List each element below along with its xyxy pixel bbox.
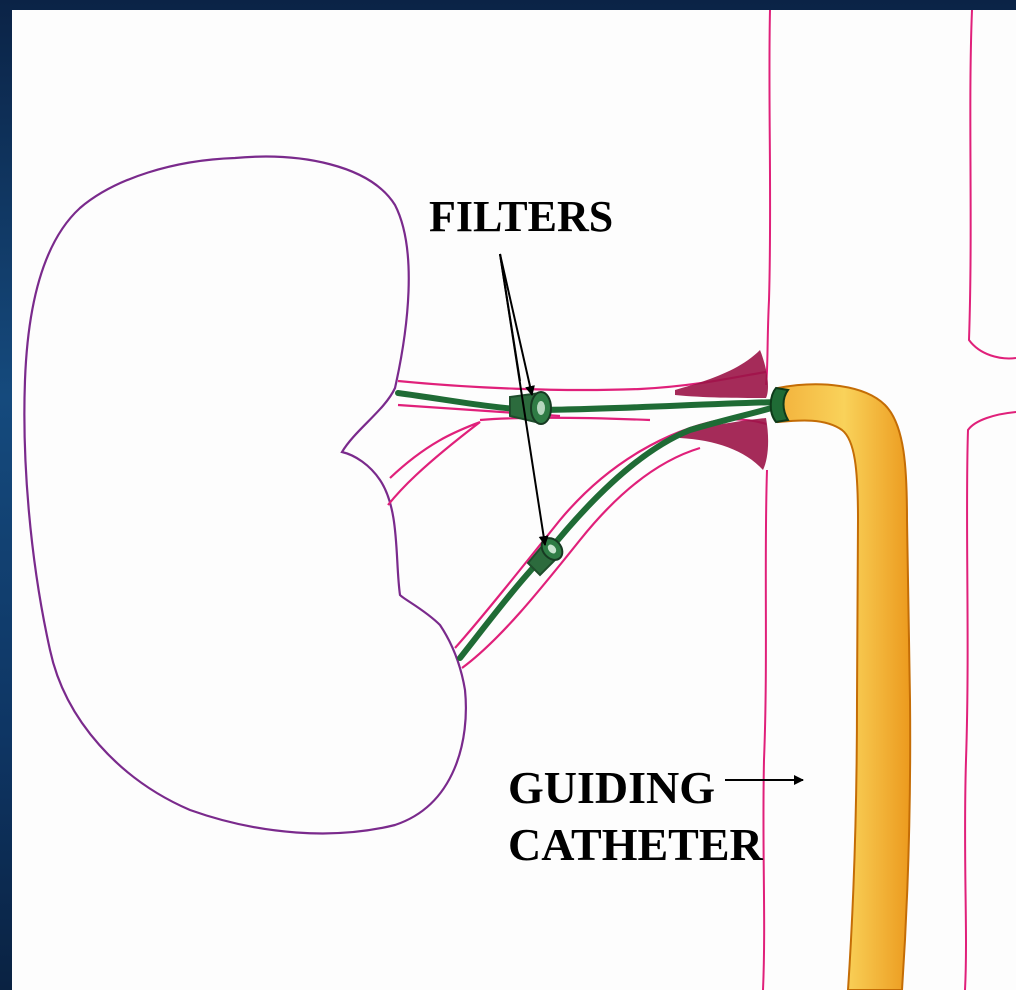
- kidney-outline: [24, 157, 466, 834]
- arrow-to-upper-filter: [500, 254, 532, 395]
- aorta-right-wall-upper: [969, 10, 1016, 358]
- upper-ostium: [675, 350, 768, 398]
- aorta-left-wall-upper: [766, 10, 770, 385]
- guiding-catheter: [778, 384, 910, 990]
- diagram-canvas: FILTERS GUIDING CATHETER: [12, 10, 1016, 990]
- filters-label: FILTERS: [429, 195, 613, 239]
- lower-ostium: [680, 418, 768, 470]
- arrow-stem: [500, 254, 520, 381]
- guiding-label: GUIDING: [508, 765, 715, 811]
- aorta-right-wall-lower: [965, 412, 1016, 990]
- catheter-label: CATHETER: [508, 822, 763, 868]
- aorta-left-wall-lower: [763, 470, 767, 990]
